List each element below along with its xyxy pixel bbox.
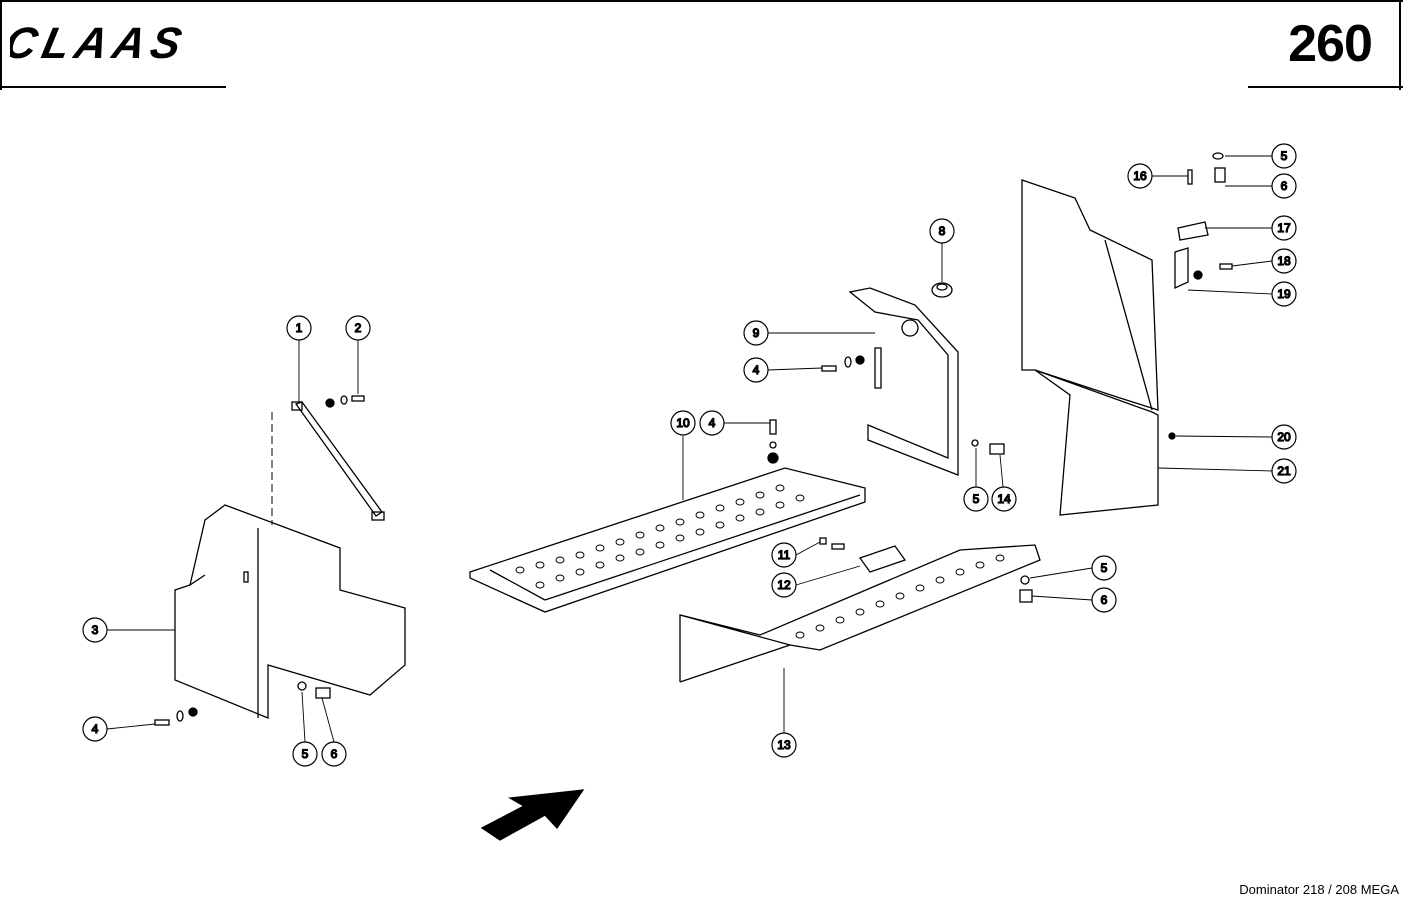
callout-number: 5 <box>1281 149 1288 163</box>
callout-number: 10 <box>676 416 690 430</box>
callout-17: 17 <box>1271 215 1297 241</box>
bolt-set-4-bottom <box>154 707 198 726</box>
callout-number: 4 <box>709 416 716 430</box>
callout-number: 21 <box>1277 464 1291 478</box>
page-number: 260 <box>1288 15 1373 73</box>
direction-arrow-icon <box>480 789 585 841</box>
callout-number: 14 <box>997 492 1011 506</box>
callout-number: 11 <box>778 548 791 562</box>
callout-number: 5 <box>973 492 980 506</box>
bolt-set-4-bracket <box>821 355 865 372</box>
callout-number: 3 <box>92 623 99 637</box>
callout-20: 20 <box>1271 424 1297 450</box>
frame-left-border <box>0 0 2 90</box>
plate-part-12 <box>819 537 907 573</box>
callout-19: 19 <box>1271 281 1297 307</box>
callout-number: 17 <box>1277 221 1291 235</box>
frame-top-border <box>0 0 1403 2</box>
callout-6-panel: 6 <box>321 741 347 767</box>
callout-6-top: 6 <box>1271 173 1297 199</box>
callout-number: 6 <box>1101 593 1108 607</box>
callout-number: 4 <box>753 363 760 377</box>
callout-5-panel: 5 <box>292 741 318 767</box>
callout-9: 9 <box>743 320 769 346</box>
header-rule-right <box>1248 86 1403 88</box>
grommet-part-8 <box>931 282 953 298</box>
nut-set-5-6-panel <box>297 681 331 699</box>
nut-set-5-6-lower <box>1019 575 1033 603</box>
callout-2: 2 <box>345 315 371 341</box>
callout-6-lower: 6 <box>1091 587 1117 613</box>
callout-number: 2 <box>355 321 362 335</box>
callout-4-bracket: 4 <box>743 357 769 383</box>
callout-number: 8 <box>939 224 946 238</box>
callout-14: 14 <box>991 486 1017 512</box>
callout-number: 1 <box>296 321 303 335</box>
claas-logo: CLAAS <box>10 20 192 64</box>
callout-number: 19 <box>1277 287 1291 301</box>
callout-8: 8 <box>929 218 955 244</box>
callout-number: 6 <box>1281 179 1288 193</box>
callout-number: 20 <box>1277 430 1291 444</box>
callout-number: 5 <box>302 747 309 761</box>
callout-3: 3 <box>82 617 108 643</box>
bolt-set-2 <box>325 395 365 408</box>
callout-11: 11 <box>771 542 797 568</box>
callout-4-step: 4 <box>699 410 725 436</box>
callout-number: 12 <box>777 578 791 592</box>
callout-18: 18 <box>1271 248 1297 274</box>
leader-lines <box>106 155 1273 743</box>
bolt-set-4-step <box>767 419 779 464</box>
lower-perforation-holes <box>795 554 1005 639</box>
bracket-parts-17-19 <box>1168 152 1233 440</box>
callout-number: 4 <box>92 722 99 736</box>
callout-12: 12 <box>771 572 797 598</box>
callout-number: 16 <box>1133 169 1147 183</box>
lower-step-part-13 <box>679 544 1041 683</box>
fender-part-21 <box>1021 179 1159 516</box>
nut-set-5-14 <box>971 439 1005 455</box>
bracket-part-9 <box>848 287 959 476</box>
callout-number: 5 <box>1101 561 1108 575</box>
callout-13: 13 <box>771 732 797 758</box>
callout-number: 18 <box>1277 254 1291 268</box>
brand-logo-text: CLAAS <box>10 20 192 64</box>
callout-number: 13 <box>777 738 791 752</box>
callout-5-top: 5 <box>1271 143 1297 169</box>
header-rule-left <box>0 86 226 88</box>
callout-1: 1 <box>286 315 312 341</box>
perforated-step-part-10 <box>469 467 866 613</box>
model-label: Dominator 218 / 208 MEGA <box>1239 882 1399 897</box>
callout-21: 21 <box>1271 458 1297 484</box>
callout-number: 9 <box>753 326 760 340</box>
callout-10: 10 <box>670 410 696 436</box>
strut-part-1 <box>271 401 385 525</box>
side-panel-part-3 <box>174 504 406 719</box>
perforation-holes <box>515 484 805 589</box>
callout-number: 6 <box>331 747 338 761</box>
callout-16: 16 <box>1127 163 1153 189</box>
frame-right-border <box>1399 0 1401 90</box>
callout-5-lower: 5 <box>1091 555 1117 581</box>
callout-4-bottom: 4 <box>82 716 108 742</box>
callout-5-bracket: 5 <box>963 486 989 512</box>
